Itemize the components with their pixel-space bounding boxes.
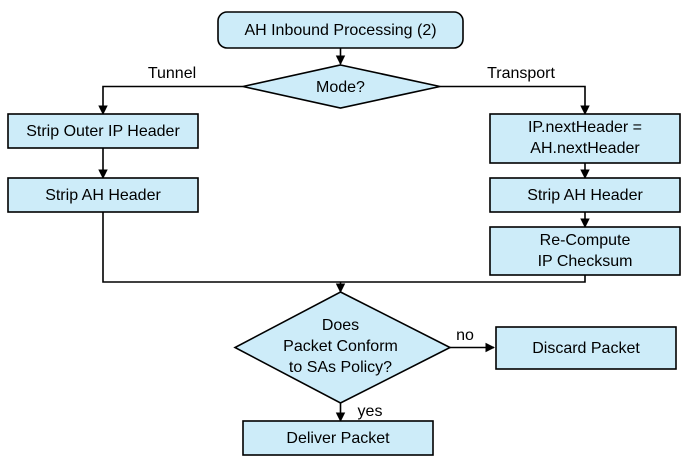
edge-mode-tunnel: [98, 85, 243, 115]
node-deliver-packet-shape: [242, 420, 434, 456]
node-start[interactable]: AH Inbound Processing (2): [217, 11, 464, 49]
edge-label-tunnel: Tunnel: [148, 65, 196, 82]
node-deliver-packet-label: Deliver Packet: [286, 430, 390, 447]
edge-right-merge: [340, 275, 586, 283]
node-strip-ah-header-transport[interactable]: Strip AH Header: [489, 177, 681, 213]
node-mode-decision[interactable]: Mode?: [242, 64, 441, 109]
node-ip-next-header-shape: [489, 113, 681, 164]
edge-mode-transport: [440, 85, 590, 115]
node-discard-packet-label: Discard Packet: [532, 340, 640, 357]
node-policy-decision-line2: Packet Conform: [283, 338, 398, 355]
edge-left-merge: [102, 212, 341, 283]
node-strip-outer-ip-header[interactable]: Strip Outer IP Header: [7, 113, 199, 149]
node-discard-packet-shape: [495, 326, 677, 370]
node-strip-ah-header-transport-label: Strip AH Header: [527, 187, 643, 204]
node-strip-outer-ip-header-label: Strip Outer IP Header: [26, 123, 180, 140]
node-recompute-checksum-line2: IP Checksum: [538, 253, 633, 270]
edge-label-yes: yes: [358, 403, 383, 420]
node-start-shape: [217, 11, 464, 49]
node-policy-decision-line3: to SAs Policy?: [289, 359, 392, 376]
node-strip-ah-header-transport-shape: [489, 177, 681, 213]
node-policy-decision-shape: [233, 291, 452, 404]
node-strip-ah-header-tunnel-shape: [7, 177, 199, 213]
node-strip-outer-ip-header-shape: [7, 113, 199, 149]
node-mode-decision-label: Mode?: [316, 79, 365, 96]
node-mode-decision-shape: [242, 64, 441, 109]
node-policy-decision-line1: Does: [322, 317, 359, 334]
edge-label-transport: Transport: [487, 65, 555, 82]
node-ip-next-header-line1: IP.nextHeader =: [528, 119, 642, 136]
node-discard-packet[interactable]: Discard Packet: [495, 326, 677, 370]
node-strip-ah-header-tunnel[interactable]: Strip AH Header: [7, 177, 199, 213]
node-ip-next-header-line2: AH.nextHeader: [530, 140, 640, 157]
node-recompute-checksum-shape: [489, 226, 681, 276]
node-strip-ah-header-tunnel-label: Strip AH Header: [45, 187, 161, 204]
node-recompute-checksum[interactable]: Re-Compute IP Checksum: [489, 226, 681, 276]
node-ip-next-header[interactable]: IP.nextHeader = AH.nextHeader: [489, 113, 681, 164]
node-recompute-checksum-line1: Re-Compute: [540, 232, 631, 249]
edge-label-no: no: [456, 327, 474, 344]
node-deliver-packet[interactable]: Deliver Packet: [242, 420, 434, 456]
node-policy-decision[interactable]: Does Packet Conform to SAs Policy?: [233, 291, 452, 404]
node-start-label: AH Inbound Processing (2): [244, 22, 436, 39]
